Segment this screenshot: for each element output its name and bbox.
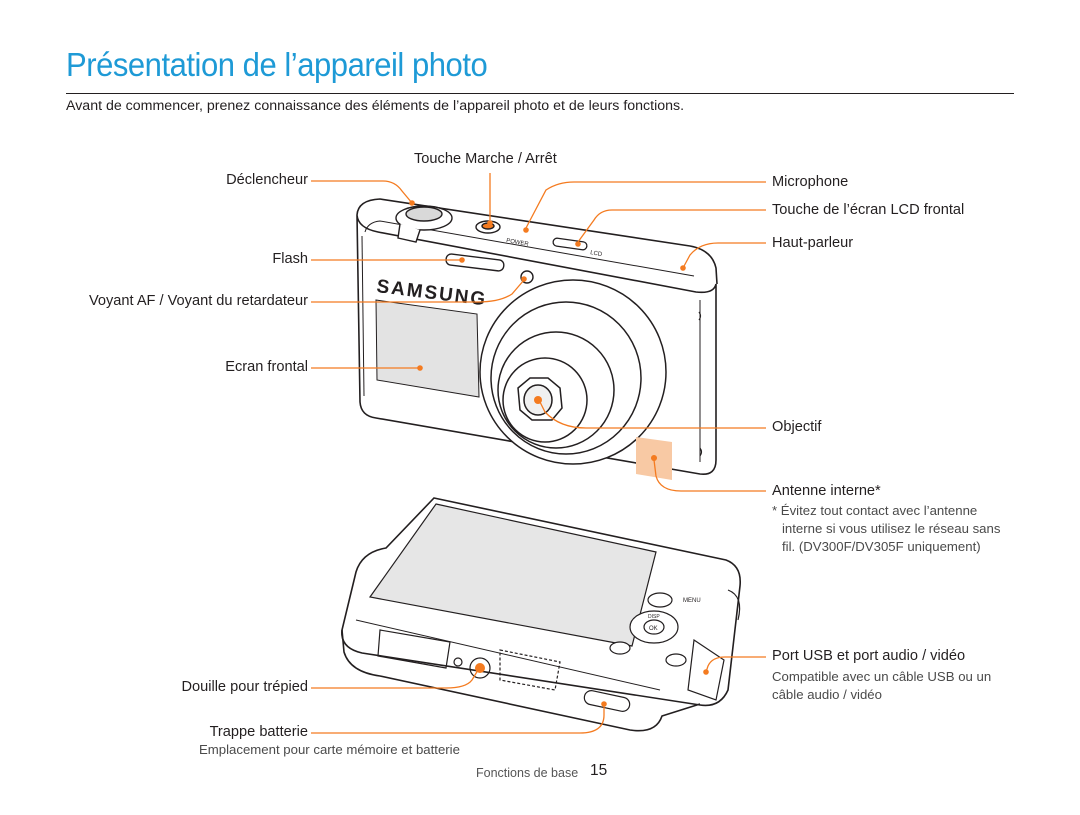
- intro-text: Avant de commencer, prenez connaissance …: [66, 98, 685, 114]
- lcd-mark: LCD: [590, 250, 604, 258]
- ok-mark: OK: [649, 626, 658, 632]
- antenna-note-line-1: * Évitez tout contact avec l’antenne: [772, 503, 978, 518]
- flash-art: [445, 253, 505, 272]
- shutter-button-art: [395, 205, 453, 243]
- antenna-note-line-2: interne si vous utilisez le réseau sans: [782, 521, 1001, 536]
- usb-note-line-1: Compatible avec un câble USB ou un: [772, 669, 992, 684]
- page-number: 15: [590, 762, 608, 779]
- label-battery-door: Trappe batterie: [209, 724, 308, 740]
- label-front-lcd-button: Touche de l’écran LCD frontal: [772, 202, 965, 218]
- control-buttons-art: [609, 592, 687, 667]
- footer-section: Fonctions de base: [476, 766, 579, 780]
- label-flash: Flash: [272, 251, 308, 267]
- label-antenna: Antenne interne*: [772, 483, 881, 499]
- power-button-art: [475, 220, 501, 234]
- label-lens: Objectif: [772, 419, 822, 435]
- label-af-lamp: Voyant AF / Voyant du retardateur: [88, 293, 308, 309]
- disp-mark: DISP: [648, 614, 660, 620]
- rear-lcd-art: [368, 503, 657, 647]
- label-speaker: Haut-parleur: [772, 235, 854, 251]
- battery-note: Emplacement pour carte mémoire et batter…: [199, 742, 460, 757]
- callout-lines: [311, 173, 766, 734]
- label-usb-port: Port USB et port audio / vidéo: [772, 648, 966, 664]
- label-tripod: Douille pour trépied: [181, 679, 308, 695]
- lens-art: [479, 279, 667, 465]
- power-mark: POWER: [506, 238, 530, 248]
- antenna-note-line-3: fil. (DV300F/DV305F uniquement): [782, 539, 981, 554]
- label-front-screen: Ecran frontal: [225, 359, 308, 375]
- menu-mark: MENU: [683, 598, 701, 604]
- title-divider: [66, 93, 1014, 94]
- lcd-button-art: [552, 237, 588, 251]
- page-title: Présentation de l’appareil photo: [66, 46, 488, 83]
- label-microphone: Microphone: [772, 174, 849, 190]
- label-power-button: Touche Marche / Arrêt: [414, 151, 557, 167]
- usb-note-line-2: câble audio / vidéo: [772, 687, 882, 702]
- front-screen-art: [375, 299, 480, 398]
- camera-front-body: [356, 198, 718, 476]
- label-shutter: Déclencheur: [226, 172, 308, 188]
- callout-dots: [409, 200, 709, 707]
